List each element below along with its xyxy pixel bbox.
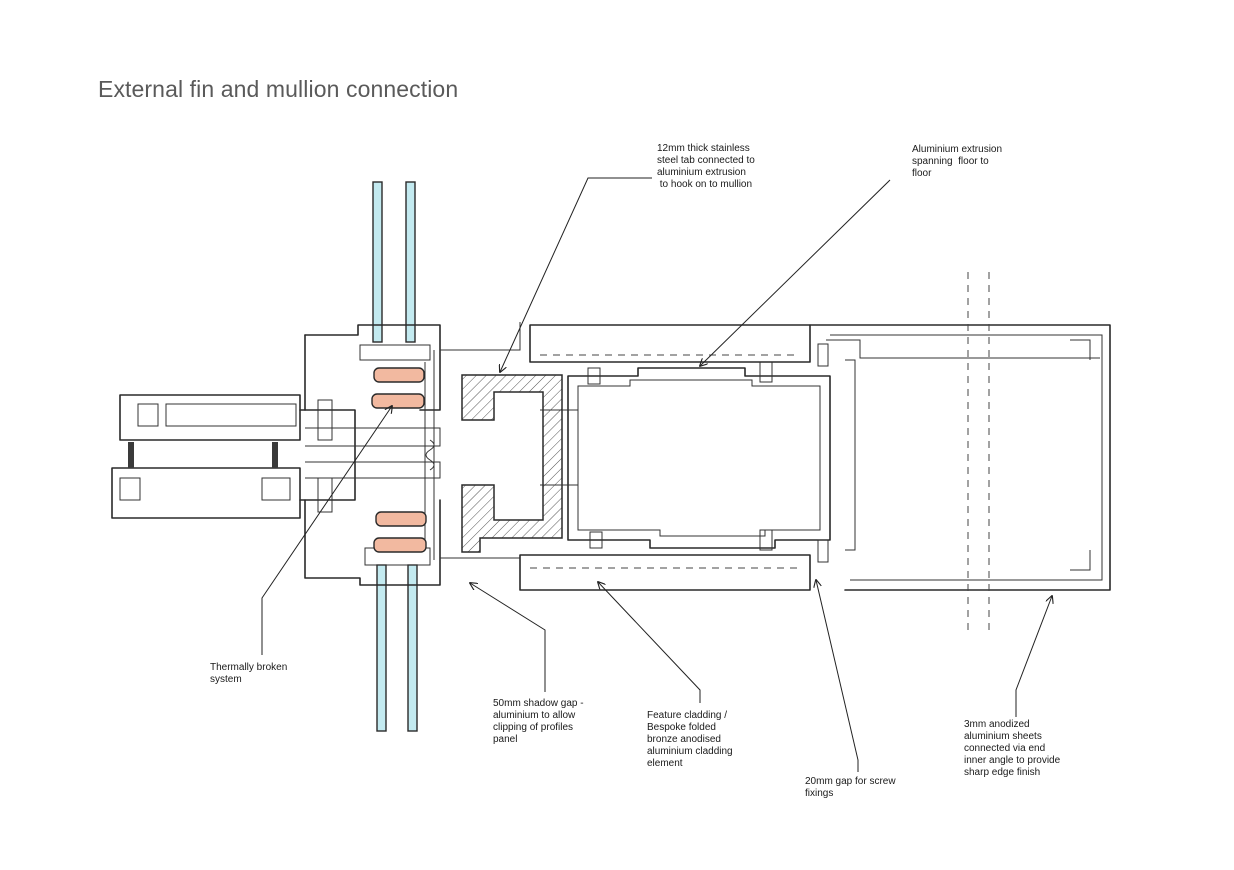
glazing-top [372, 181, 416, 343]
glazing-bottom [376, 564, 418, 732]
cladding-bottom [519, 554, 811, 591]
sheets-note: 3mm anodized aluminium sheets connected … [964, 719, 1061, 778]
steel-tab [461, 374, 563, 553]
steel-tab-note: 12mm thick stainless steel tab connected… [657, 143, 755, 190]
thermal-break-note: Thermally broken system [210, 662, 288, 685]
fin-extrusion [540, 361, 831, 551]
shadow-gap-note: 50mm shadow gap - aluminium to allow cli… [493, 698, 584, 745]
internal-mullion [111, 394, 441, 519]
thermal-break-gaskets [371, 367, 427, 553]
screw-gap-note: 20mm gap for screw fixings [805, 776, 896, 799]
cladding-top [529, 324, 1111, 591]
extrusion-note: Aluminium extrusion spanning floor to fl… [912, 144, 1003, 179]
glazing-frame [304, 322, 521, 586]
cladding-fixings [817, 339, 1091, 571]
leader-lines [261, 177, 1052, 772]
cladding-note: Feature cladding / Bespoke folded bronze… [647, 710, 733, 769]
page-title: External fin and mullion connection [98, 76, 459, 102]
